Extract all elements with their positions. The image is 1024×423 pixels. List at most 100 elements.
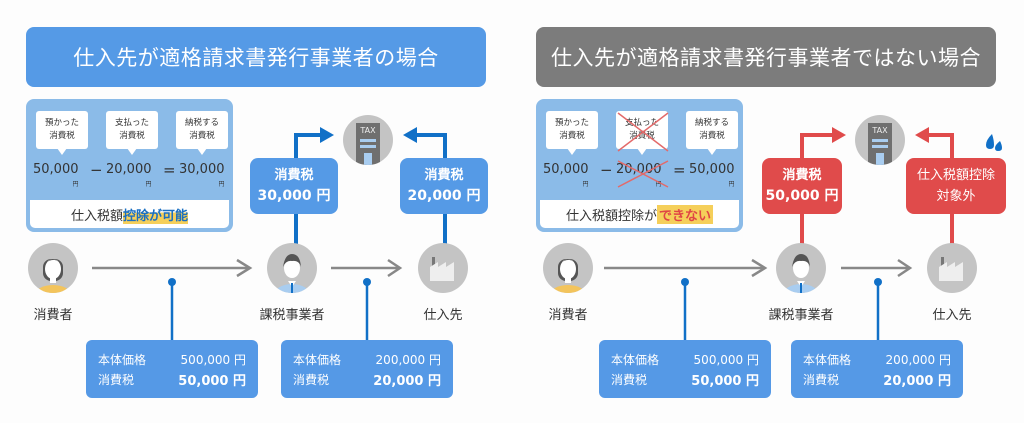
tax-box-label: 消費税	[424, 168, 464, 183]
business-tax-payment-box: 消費税 30,000 円	[250, 158, 338, 214]
bubble-text: 預かった	[44, 118, 79, 128]
value-text: 30,000	[179, 162, 225, 177]
price-pin-dot	[363, 278, 371, 286]
tax-value: 50,000 円	[691, 373, 759, 389]
actor-label-supplier: 仕入先	[932, 308, 972, 323]
tax-box-label: 仕入税額控除	[916, 168, 995, 183]
arrow-head-icon	[897, 258, 913, 278]
yen-unit: 円	[582, 181, 589, 188]
bubble-text: 消費税	[189, 131, 215, 141]
tax-box-label: 消費税	[274, 168, 314, 183]
tax-office-icon: TAX	[343, 115, 393, 165]
tax-box-amount: 30,000 円	[257, 188, 331, 204]
bubble-text: 預かった	[554, 118, 589, 128]
bubble-collected-tax: 預かった 消費税	[36, 111, 88, 155]
bubble-text: 納税する	[184, 118, 219, 128]
deduction-not-allowed-highlight: できない	[657, 204, 714, 224]
supplier-factory-icon	[418, 243, 468, 293]
base-price-value: 500,000 円	[180, 352, 246, 367]
deduction-prefix: 仕入税額控除が	[565, 208, 657, 224]
arrow-head-icon	[320, 127, 334, 143]
tax-box-amount: 50,000 円	[765, 188, 839, 204]
value-text: 50,000	[33, 162, 79, 177]
arrow-head-icon	[832, 127, 846, 143]
tax-office-label: TAX	[359, 126, 376, 135]
qualified-supplier-panel: 仕入先が適格請求書発行事業者の場合 預かった 消費税 支払った 消費税 納税する…	[26, 27, 488, 398]
actor-label-consumer: 消費者	[33, 308, 73, 323]
value-text: 20,000	[106, 162, 152, 177]
tax-box-note: 対象外	[936, 189, 976, 204]
deduction-allowed-highlight: 控除が可能	[123, 204, 189, 224]
price-pin-dot	[168, 278, 176, 286]
actor-label-business: 課税事業者	[259, 308, 325, 323]
consumer-sale-price-box: 本体価格 500,000 円 消費税 50,000 円	[86, 340, 258, 398]
base-price-value: 200,000 円	[885, 352, 951, 367]
base-price-value: 200,000 円	[375, 352, 441, 367]
bubble-collected-tax: 預かった 消費税	[546, 111, 598, 155]
bubble-text: 納税する	[694, 118, 729, 128]
tax-box-amount: 20,000 円	[407, 188, 481, 204]
tax-value: 20,000 円	[373, 373, 441, 389]
arrow-head-icon	[236, 258, 253, 278]
bubble-text: 消費税	[49, 131, 75, 141]
supplier-deduction-excluded-box: 仕入税額控除 対象外	[906, 158, 1006, 214]
deduction-prefix: 仕入税額	[70, 208, 123, 224]
payable-tax-value: 50,000 円	[689, 162, 735, 188]
tax-box-label: 消費税	[782, 168, 822, 183]
yen-unit: 円	[728, 181, 735, 188]
collected-tax-value: 50,000 円	[33, 162, 79, 188]
arrow-head-icon	[387, 258, 403, 278]
arrow-head-icon	[915, 127, 929, 143]
tax-label: 消費税	[293, 372, 330, 387]
bubble-text: 消費税	[119, 131, 145, 141]
actor-label-business: 課税事業者	[768, 308, 834, 323]
bubble-text: 消費税	[699, 131, 725, 141]
value-text: 50,000	[689, 162, 735, 177]
business-tax-payment-box: 消費税 50,000 円	[762, 158, 842, 214]
yen-unit: 円	[218, 181, 225, 188]
tax-label: 消費税	[803, 372, 840, 387]
base-price-value: 500,000 円	[693, 352, 759, 367]
business-avatar-icon	[776, 243, 826, 293]
bubble-payable-tax: 納税する 消費税	[176, 111, 228, 155]
bubble-payable-tax: 納税する 消費税	[686, 111, 738, 155]
panel-title: 仕入先が適格請求書発行事業者ではない場合	[536, 27, 996, 87]
deduction-result: 仕入税額控除が可能	[30, 200, 229, 228]
tax-label: 消費税	[98, 372, 135, 387]
minus-sign: −	[90, 161, 103, 179]
tax-calculation-box: 預かった 消費税 支払った 消費税 納税する 消費税 50,000 円 − 20,…	[26, 99, 233, 232]
equals-sign: =	[163, 161, 176, 179]
tax-office-icon: TAX	[855, 115, 905, 165]
arrow-head-icon	[751, 258, 768, 278]
yen-unit: 円	[145, 181, 152, 188]
supplier-purchase-price-box: 本体価格 200,000 円 消費税 20,000 円	[281, 340, 453, 398]
supplier-factory-icon	[927, 243, 977, 293]
payable-tax-value: 30,000 円	[179, 162, 225, 188]
tax-label: 消費税	[611, 372, 648, 387]
business-avatar-icon	[267, 243, 317, 293]
actor-label-supplier: 仕入先	[423, 308, 463, 323]
yen-unit: 円	[72, 181, 79, 188]
base-price-label: 本体価格	[98, 352, 147, 367]
deduction-result: 仕入税額控除ができない	[540, 200, 739, 228]
base-price-label: 本体価格	[293, 352, 342, 367]
tax-office-label: TAX	[871, 126, 888, 135]
arrow-head-icon	[403, 127, 417, 143]
flow-lines	[92, 127, 447, 342]
sweat-drop-icon	[986, 134, 1002, 151]
bubble-text: 支払った	[114, 118, 149, 128]
paid-tax-value: 20,000 円	[106, 162, 152, 188]
supplier-tax-payment-box: 消費税 20,000 円	[400, 158, 488, 214]
actor-label-consumer: 消費者	[548, 308, 588, 323]
consumer-avatar-icon	[543, 243, 593, 293]
price-pin-dot	[874, 278, 882, 286]
minus-sign: −	[600, 161, 613, 179]
non-qualified-supplier-panel: 仕入先が適格請求書発行事業者ではない場合 預かった 消費税 支払った 消費税 納…	[512, 0, 1024, 423]
bubble-paid-tax: 支払った 消費税	[106, 111, 158, 155]
panel-title: 仕入先が適格請求書発行事業者の場合	[26, 27, 486, 87]
tax-value: 50,000 円	[178, 373, 246, 389]
